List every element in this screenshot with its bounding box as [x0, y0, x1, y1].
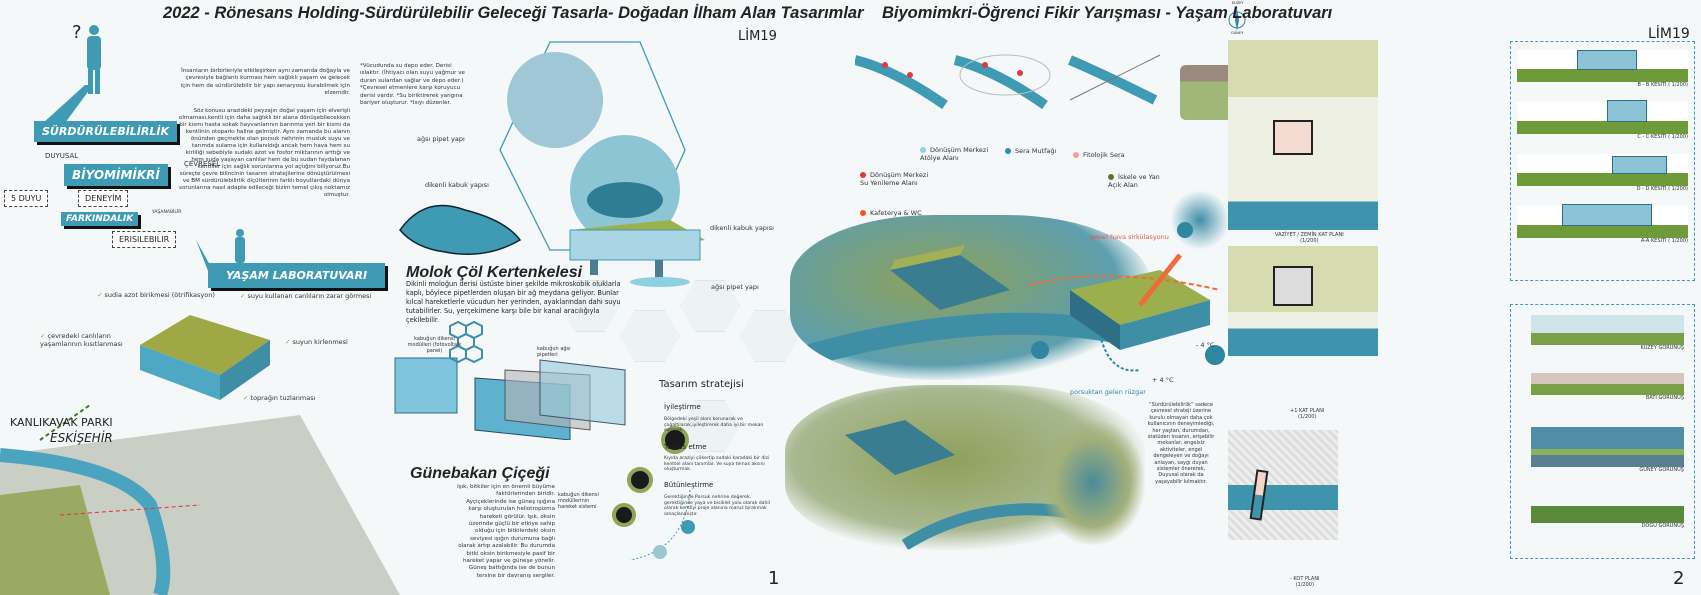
- elevation-caption: DOĞU GÖRÜNÜŞ: [1641, 523, 1684, 529]
- climate-temp-warm: + 4 °C: [1152, 376, 1174, 384]
- legend-item: Sera Mutfağı: [1005, 147, 1056, 155]
- elevation-caption: BATI GÖRÜNÜŞ: [1645, 395, 1684, 401]
- section-caption: D - D KESİTİ ( 1/200): [1636, 186, 1688, 192]
- climate-diagram: [1030, 222, 1225, 372]
- site-plan-basement: [1228, 430, 1338, 540]
- climate-air-label: genel hava sirkülasyonu: [1090, 233, 1169, 241]
- strategy-text: Kıyıda araziyi çökertip sudaki karadaki …: [664, 456, 770, 473]
- sunflower-illustration: [612, 426, 695, 560]
- section-caption: A-A KESİTİ ( 1/200): [1640, 238, 1688, 244]
- lizard-note: *Vücudunda su depo eder. Derisi ıslaktır…: [360, 63, 465, 107]
- label-agsi-pipet: ağsı pipet yapı: [417, 135, 465, 143]
- label-cevresel: ÇEVRESEL: [184, 160, 221, 168]
- section-drawing: [1517, 100, 1688, 134]
- legend-item: İskele ve Yan Açık Alan: [1108, 173, 1160, 189]
- title-left: 2022 - Rönesans Holding-Sürdürülebilir G…: [163, 4, 864, 22]
- svg-text:?: ?: [72, 22, 82, 43]
- hexagon-frame: [499, 41, 686, 251]
- banner-biyomimikri: BİYOMİMİKRİ: [64, 164, 168, 186]
- page-number-2: 2: [1673, 568, 1685, 589]
- intro-paragraph-2: Söz konusu arazideki peyzajın doğal yaşa…: [178, 108, 350, 198]
- label-yasanabilir: YAŞANABİLİR: [152, 210, 182, 215]
- strategy-title: Temas etme: [664, 443, 707, 451]
- pointer-shape: [43, 85, 93, 123]
- section-caption: C - C KESİTİ ( 1/200): [1637, 134, 1688, 140]
- plan-caption: VAZİYET / ZEMİN KAT PLANI(1/200): [1275, 232, 1344, 244]
- compass-icon: [1228, 9, 1246, 31]
- intro-paragraph-1: İnsanların birbirleriyle etkileşirken ay…: [180, 68, 350, 97]
- page-number-1: 1: [768, 568, 780, 589]
- banner-yasam-laboratuvari: YAŞAM LABORATUVARI: [208, 263, 386, 288]
- molok-heading: Molok Çöl Kertenkelesi: [406, 264, 583, 281]
- river-section-illustration: [140, 315, 270, 400]
- elevation-drawing: [1531, 373, 1684, 395]
- climate-temp-cold: - 4 °C: [1196, 341, 1215, 349]
- elevation-drawing: [1531, 499, 1684, 523]
- strategy-text: Bölgedeki yeşil alanı korunarak ve çoğal…: [664, 417, 764, 434]
- title-right: Biyomimkri-Öğrenci Fikir Yarışması - Yaş…: [882, 4, 1333, 22]
- banner-farkindalik: FARKINDALIK: [61, 212, 139, 226]
- elevation-caption: GÜNEY GÖRÜNÜŞ: [1639, 467, 1684, 473]
- label-dikenli-kabuk: dikenli kabuk yapısı: [425, 181, 489, 189]
- banner-surdurulebilirlik: SÜRDÜRÜLEBİLİRLİK: [34, 121, 177, 142]
- section-caption: B - B KESİTİ ( 1/200): [1637, 82, 1688, 88]
- molok-text: Dikinli moloğun derisi üstüste biner şek…: [406, 280, 621, 324]
- problem-item: ✓ suyu kullanan canlıların zarar görmesi: [240, 292, 372, 300]
- elevation-caption: KUZEY GÖRÜNÜŞ: [1640, 345, 1684, 351]
- label-agsi-pipet-2: ağsı pipet yapı: [711, 283, 759, 291]
- facade-diagram: [394, 320, 626, 440]
- problem-item: ✓ suyun kirlenmesi: [285, 338, 348, 346]
- plan-caption: - KOT PLANI(1/200): [1290, 576, 1320, 588]
- person-silhouette-icon: [230, 228, 250, 263]
- site-plan-ground: [1228, 40, 1378, 230]
- compass-south: GÜNEY: [1231, 31, 1244, 35]
- legend-item: Dönüşüm Merkezi Atölye Alanı: [920, 146, 989, 162]
- sunflower-heading: Günebakan Çiçeği: [410, 465, 550, 482]
- river-concept-diagrams: [855, 54, 1161, 110]
- site-city-label: ESKİŞEHİR: [50, 431, 113, 445]
- box-deneyim: DENEYİM: [78, 190, 129, 207]
- compass-north: KUZEY: [1232, 1, 1244, 5]
- site-aerial-map: [0, 404, 400, 595]
- section-drawing: [1517, 154, 1688, 186]
- label-modules: kabuğun dikensi modülleri (fotovoltaik p…: [407, 336, 462, 354]
- climate-wind-label: porsuktan gelen rüzgar: [1070, 388, 1146, 396]
- label-dikenli-kabuk-2: dikenli kabuk yapısı: [710, 224, 774, 232]
- strategy-heading: Tasarım stratejisi: [659, 379, 744, 390]
- team-code-2: LİM19: [1648, 26, 1690, 42]
- person-silhouette-icon: ?: [72, 20, 112, 100]
- strategy-text: Gerektiğinde Porsuk nehrine değerek, ger…: [664, 495, 770, 517]
- problem-item: ✓ sudia azot birikmesi (ötrifikasyon): [97, 291, 215, 299]
- box-erisilebilir: ERISILEBILIR: [112, 231, 177, 248]
- section-drawing: [1517, 204, 1688, 238]
- problem-item: ✓ toprağın tuzlanması: [243, 394, 316, 402]
- sunflower-text: Işık, bitkiler için en önemli büyüme fak…: [457, 484, 555, 579]
- elevations-panel: KUZEY GÖRÜNÜŞ BATI GÖRÜNÜŞ GÜNEY GÖRÜNÜŞ…: [1510, 304, 1695, 559]
- legend-item: Fitolojik Sera: [1073, 151, 1125, 159]
- label-duyusal: DUYUSAL: [45, 152, 79, 160]
- section-drawing: [1517, 50, 1688, 82]
- render-river: [1170, 190, 1230, 250]
- legend-item: Kafeterya & WC: [860, 209, 922, 217]
- building-lizard-model: [569, 220, 705, 287]
- sections-panel: B - B KESİTİ ( 1/200) C - C KESİTİ ( 1/2…: [1510, 41, 1695, 281]
- elevation-drawing: [1531, 315, 1684, 345]
- label-pipes: kabuğun ağsı pipetleri: [537, 346, 571, 358]
- elevation-drawing: [1531, 427, 1684, 467]
- pointer-shape: [196, 240, 210, 276]
- label-motion: kabuğun dikensi modüllerinin hareket sis…: [558, 492, 599, 510]
- legend-item: Dönüşüm Merkezi Su Yenileme Alanı: [860, 171, 929, 187]
- strategy-title: Bütünleştirme: [664, 481, 714, 489]
- site-plan-first-floor: [1228, 246, 1378, 356]
- render-building-closeup: [1040, 420, 1145, 545]
- site-park-label: KANLIKAVAK PARKI: [10, 416, 113, 429]
- box-5-duyu: 5 DUYU: [4, 190, 49, 207]
- plan-caption: +1 KAT PLANI(1/200): [1290, 408, 1325, 420]
- team-code: LİM19: [738, 29, 777, 44]
- problem-item: ✓ çevredeki canlıların yaşamlarının kısı…: [40, 332, 123, 348]
- title-separator: -: [770, 4, 776, 22]
- lizard-illustration: [399, 204, 522, 255]
- strategy-title: İyileştirme: [664, 403, 701, 411]
- sustainability-text: “Sürdürülebilirlik” sadece çevresel stra…: [1147, 402, 1215, 485]
